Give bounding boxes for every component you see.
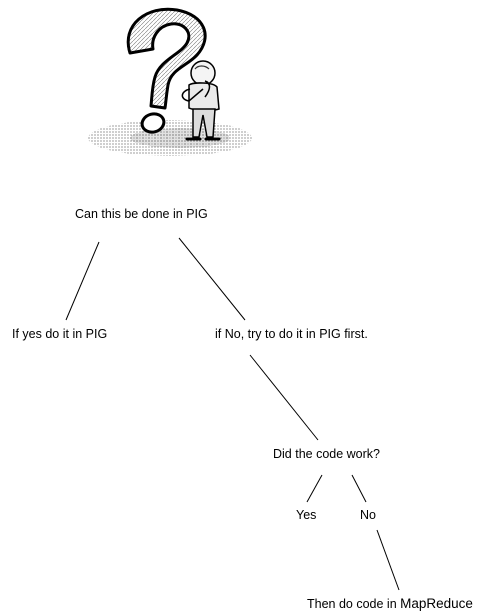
connector-no-question: [249, 354, 319, 441]
final-action-prefix: Then do code in: [307, 597, 397, 611]
answer-no-node: No: [360, 508, 376, 522]
yes-branch-node: If yes do it in PIG: [12, 327, 108, 341]
final-action-node: Then do code in MapReduce: [307, 596, 473, 612]
root-question-node: Can this be done in PIG: [75, 207, 208, 221]
connector-root-yes: [65, 241, 100, 321]
no-branch-node: if No, try to do it in PIG first.: [215, 327, 368, 341]
code-work-question-node: Did the code work?: [273, 447, 381, 461]
connector-question-yes: [306, 474, 323, 503]
connector-question-no: [351, 474, 367, 503]
connector-no-final: [376, 529, 400, 591]
final-action-target: MapReduce: [400, 596, 473, 611]
answer-yes-node: Yes: [296, 508, 317, 522]
question-mark-thinking-figure-icon: [88, 7, 252, 156]
connector-root-no: [178, 237, 246, 321]
